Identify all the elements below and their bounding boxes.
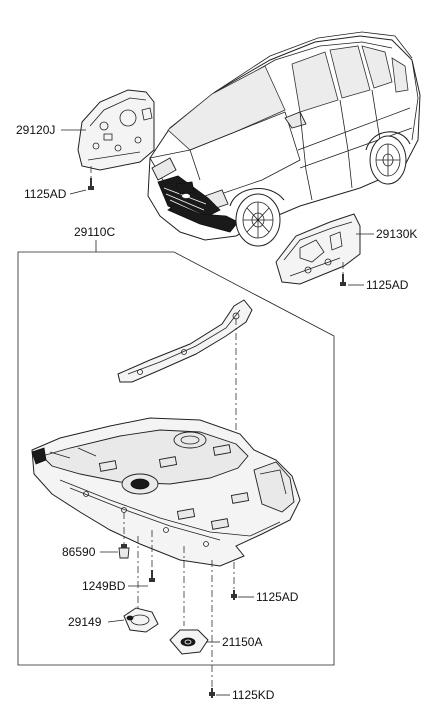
bolt-1125ad-left [88, 166, 94, 190]
leader-1125ad-left [69, 189, 87, 195]
bolt-1125kd [209, 688, 215, 698]
bolt-1125ad-bottom [231, 590, 237, 600]
label-21150a: 21150A [222, 635, 262, 649]
label-1125ad-bottom: 1125AD [256, 590, 299, 604]
label-29120j: 29120J [16, 123, 55, 137]
label-29149: 29149 [68, 615, 102, 629]
label-86590: 86590 [62, 545, 96, 559]
label-1249bd: 1249BD [82, 579, 126, 593]
cover-21150a [169, 629, 209, 655]
vehicle-illustration [147, 31, 421, 247]
part-29130k-cover [275, 213, 361, 285]
clip-86590 [118, 544, 130, 559]
part-29120j-cover [77, 89, 155, 171]
part-upper-strip [117, 299, 253, 383]
leader-29149 [107, 619, 125, 623]
bolt-1249bd [149, 570, 155, 582]
label-1125kd: 1125KD [232, 688, 275, 702]
assembly-boundary [17, 251, 335, 666]
label-1125ad-left: 1125AD [24, 187, 67, 201]
cover-29149 [123, 607, 159, 633]
label-29130k: 29130K [376, 227, 417, 241]
label-29110c: 29110C [74, 225, 115, 239]
label-1125ad-right: 1125AD [366, 278, 409, 292]
bolt-1125ad-right [340, 262, 346, 286]
part-main-undercover [31, 417, 301, 567]
